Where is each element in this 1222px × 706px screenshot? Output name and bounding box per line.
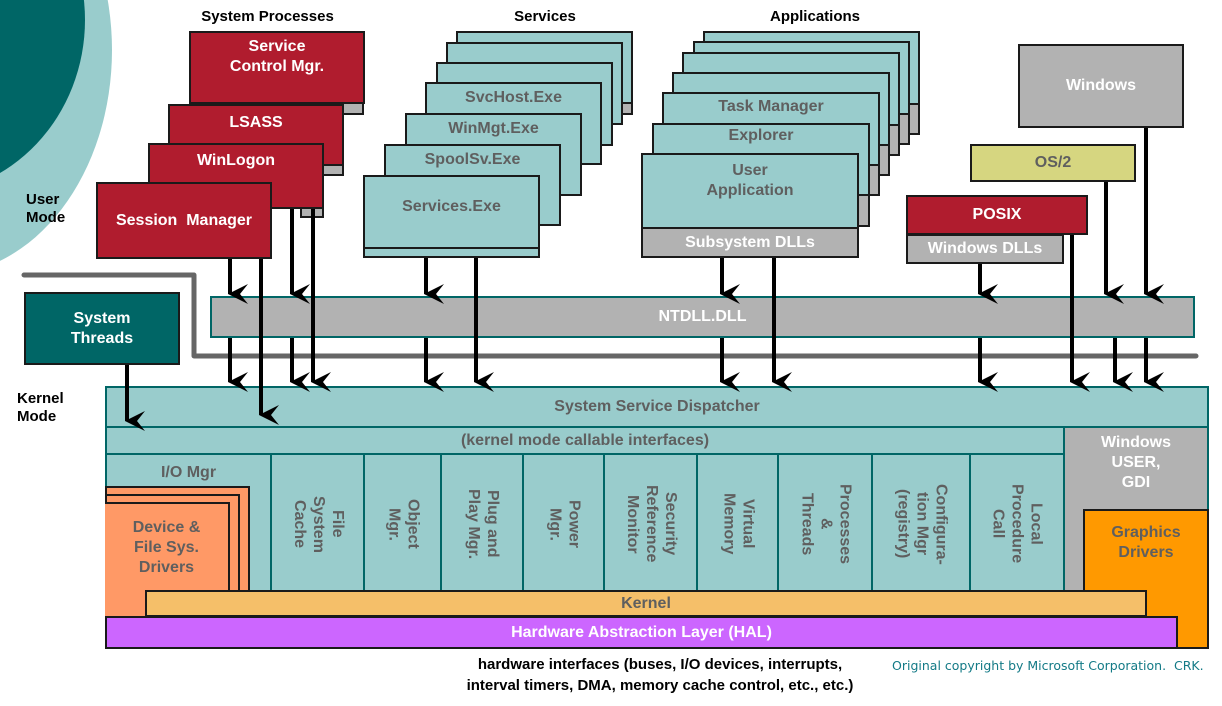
os2-subsystem-label: OS/2 xyxy=(1034,154,1072,171)
device-file-sys-drivers-label: Device & File Sys. Drivers xyxy=(132,519,201,576)
service-control-mgr-box[interactable]: Service Control Mgr. xyxy=(189,31,365,104)
hal-layer[interactable]: Hardware Abstraction Layer (HAL) xyxy=(105,616,1178,649)
system-service-dispatcher[interactable]: System Service Dispatcher xyxy=(105,386,1209,428)
services-exe-label: Services.Exe xyxy=(402,198,501,215)
virtual-memory-label: Virtual Memory xyxy=(720,493,757,555)
decorative-circles xyxy=(0,0,112,261)
copyright-notice: Original copyright by Microsoft Corporat… xyxy=(892,658,1204,673)
dark-teal-circle xyxy=(0,0,85,174)
io-mgr-label: I/O Mgr xyxy=(160,464,217,481)
component-configuration-mgr[interactable]: Configura- tion Mgr (registry) xyxy=(871,453,971,593)
task-manager-label: Task Manager xyxy=(718,98,824,115)
graphics-drivers-label: Graphics Drivers xyxy=(1111,524,1181,561)
subsystem-dlls-label: Subsystem DLLs xyxy=(685,233,815,251)
applications-heading: Applications xyxy=(769,8,860,25)
component-power-mgr[interactable]: Power Mgr. xyxy=(522,453,605,593)
ntdll-label: NTDLL.DLL xyxy=(658,308,747,325)
local-procedure-call-label: Local Procedure Call xyxy=(989,484,1045,564)
svchost-label: SvcHost.Exe xyxy=(465,89,562,106)
user-mode-label: User Mode xyxy=(26,191,66,226)
component-virtual-memory[interactable]: Virtual Memory xyxy=(696,453,779,593)
component-processes-threads[interactable]: Processes & Threads xyxy=(777,453,873,593)
winlogon-box[interactable]: WinLogon xyxy=(148,143,324,209)
system-service-dispatcher-label: System Service Dispatcher xyxy=(554,398,760,415)
kernel-callable-interfaces-label: (kernel mode callable interfaces) xyxy=(460,431,710,449)
winlogon-label: WinLogon xyxy=(196,152,276,169)
kernel-layer-label: Kernel xyxy=(621,594,671,612)
os2-subsystem-box[interactable]: OS/2 xyxy=(970,144,1136,182)
session-manager-label: Session Manager xyxy=(115,211,253,229)
file-system-cache-label: File System Cache xyxy=(291,495,346,553)
configuration-mgr-label: Configura- tion Mgr (registry) xyxy=(894,483,950,565)
component-plug-and-play-mgr[interactable]: Plug and Play Mgr. xyxy=(440,453,524,593)
session-manager-box[interactable]: Session Manager xyxy=(96,182,272,259)
subsystem-dlls-box[interactable]: Subsystem DLLs xyxy=(641,227,859,258)
component-object-mgr[interactable]: Object Mgr. xyxy=(363,453,442,593)
component-file-system-cache[interactable]: File System Cache xyxy=(270,453,365,593)
service-control-mgr-label: Service Control Mgr. xyxy=(229,38,325,75)
system-threads-box[interactable]: System Threads xyxy=(24,292,180,365)
object-mgr-label: Object Mgr. xyxy=(385,499,422,549)
windows-user-gdi-label: Windows USER, GDI xyxy=(1100,434,1172,491)
windows-dlls-box[interactable]: Windows DLLs xyxy=(906,234,1064,264)
windows-subsystem-box[interactable]: Windows xyxy=(1018,44,1184,128)
hal-layer-label: Hardware Abstraction Layer (HAL) xyxy=(511,623,772,641)
services-exe-bar xyxy=(365,247,538,256)
user-application-label: User Application xyxy=(706,162,794,199)
ntdll-box[interactable]: NTDLL.DLL xyxy=(210,296,1195,338)
component-security-reference-monitor[interactable]: Security Reference Monitor xyxy=(603,453,698,593)
kernel-mode-label: Kernel Mode xyxy=(17,390,64,425)
power-mgr-label: Power Mgr. xyxy=(546,499,583,548)
windows-subsystem-label: Windows xyxy=(1065,77,1137,94)
security-reference-monitor-label: Security Reference Monitor xyxy=(624,485,679,563)
system-threads-label: System Threads xyxy=(70,309,134,347)
services-exe-box[interactable]: Services.Exe xyxy=(363,175,540,258)
plug-and-play-mgr-label: Plug and Play Mgr. xyxy=(465,488,501,560)
windows-dlls-label: Windows DLLs xyxy=(927,240,1043,257)
winmgt-label: WinMgt.Exe xyxy=(448,120,539,137)
hardware-interfaces-caption: hardware interfaces (buses, I/O devices,… xyxy=(466,656,854,694)
spoolsv-label: SpoolSv.Exe xyxy=(424,151,521,168)
lsass-label: LSASS xyxy=(229,114,283,131)
posix-subsystem-box[interactable]: POSIX xyxy=(906,195,1088,235)
posix-subsystem-label: POSIX xyxy=(972,206,1022,223)
services-heading: Services xyxy=(514,8,576,25)
explorer-label: Explorer xyxy=(728,127,794,144)
processes-threads-label: Processes & Threads xyxy=(798,483,854,565)
system-processes-heading: System Processes xyxy=(201,8,334,25)
